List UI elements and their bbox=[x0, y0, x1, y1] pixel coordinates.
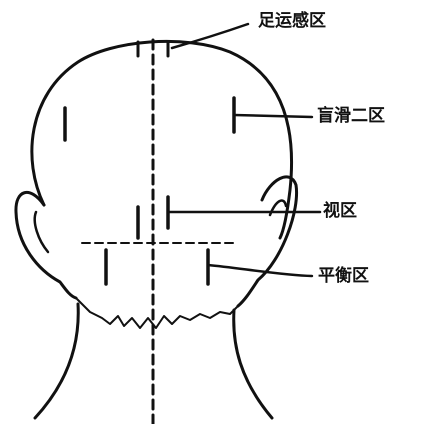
leader-balance bbox=[206, 263, 314, 278]
label-balance: 平衡区 bbox=[318, 266, 369, 286]
label-motor-sensory: 足运感区 bbox=[258, 11, 326, 31]
neck-left bbox=[33, 302, 80, 420]
left-ear bbox=[14, 191, 78, 300]
left-ear-inner bbox=[33, 210, 50, 254]
leader-second-area bbox=[232, 113, 314, 119]
label-second-area: 盲滑二区 bbox=[317, 106, 385, 126]
neck-right bbox=[232, 308, 274, 420]
hairline bbox=[75, 297, 239, 329]
skull-outline bbox=[30, 39, 294, 240]
right-ear bbox=[236, 175, 299, 308]
label-vision: 视区 bbox=[323, 201, 357, 221]
leader-motor-sensory bbox=[170, 22, 250, 50]
